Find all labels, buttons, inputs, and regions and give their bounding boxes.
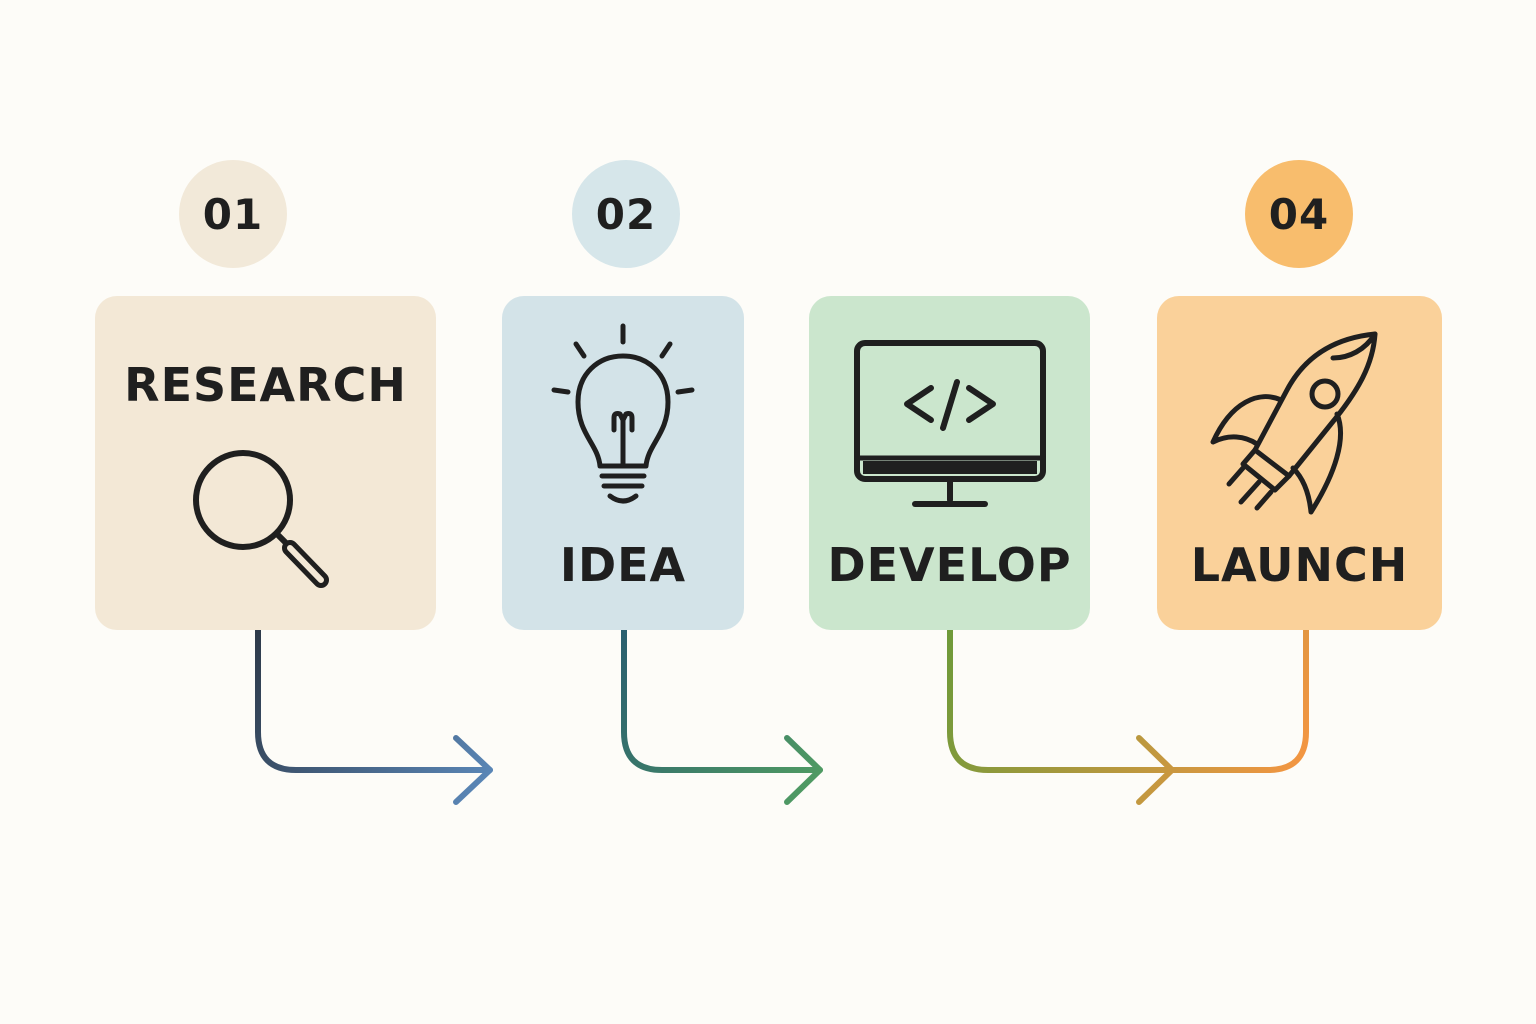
step-label-launch: LAUNCH — [1190, 538, 1409, 592]
step-1-number: 01 — [202, 189, 264, 239]
arrow-idea-to-develop — [621, 627, 823, 805]
step-2-number-badge: 02 — [572, 160, 680, 268]
step-4-number-badge: 04 — [1245, 160, 1353, 268]
arrow-develop-to-launch — [947, 627, 1309, 805]
step-card-research: RESEARCH — [95, 296, 436, 630]
step-2-number: 02 — [595, 189, 657, 239]
rocket-icon — [1210, 331, 1378, 515]
magnifying-glass-icon — [193, 450, 329, 588]
computer-code-icon — [854, 340, 1046, 507]
step-label-develop: DEVELOP — [827, 538, 1072, 592]
step-4-number: 04 — [1268, 189, 1330, 239]
step-label-research: RESEARCH — [124, 358, 407, 412]
arrow-research-to-idea — [255, 627, 493, 805]
step-card-launch: LAUNCH — [1157, 296, 1442, 630]
step-card-idea: IDEA — [502, 296, 744, 630]
lightbulb-icon — [551, 323, 695, 504]
step-1-number-badge: 01 — [179, 160, 287, 268]
step-card-develop: DEVELOP — [809, 296, 1090, 630]
step-label-idea: IDEA — [559, 538, 687, 592]
